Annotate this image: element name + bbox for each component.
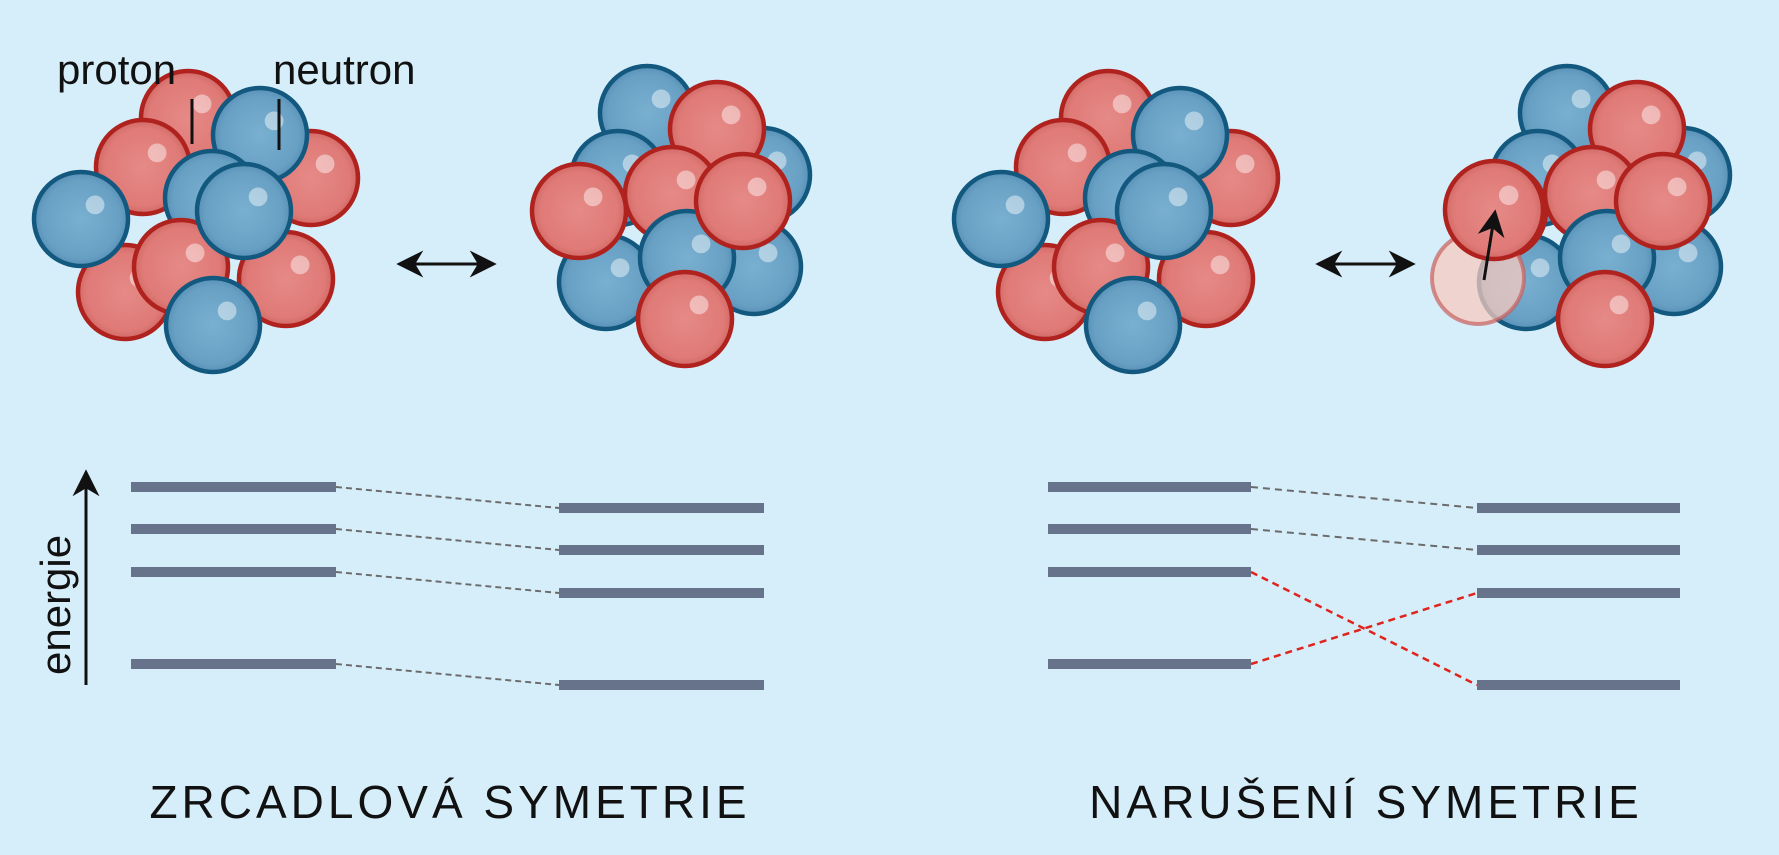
proton-label: proton [57, 46, 176, 93]
energy-level-bar [559, 588, 764, 598]
energy-level-bar [1477, 545, 1680, 555]
level-link-dashed [335, 571, 560, 594]
level-link-dashed [335, 528, 560, 551]
proton [1442, 158, 1546, 262]
neutron [194, 161, 294, 261]
level-link-dashed [1250, 528, 1478, 551]
arrow-icon [1477, 209, 1505, 281]
energy-level-bar [559, 680, 764, 690]
energy-levels [131, 482, 1680, 690]
level-link-dashed [1250, 486, 1478, 509]
symmetry-breaking-caption: NARUŠENÍ SYMETRIE [1089, 776, 1643, 828]
energy-level-bar [1477, 680, 1680, 690]
level-link-dashed [335, 663, 560, 686]
neutron [31, 169, 131, 269]
energy-level-bar [1048, 659, 1251, 669]
neutron [1083, 275, 1183, 375]
proton [529, 161, 629, 261]
proton [1613, 151, 1713, 251]
nucleus-original-left [31, 68, 361, 375]
neutron [1114, 161, 1214, 261]
displaced-proton-group [1430, 158, 1546, 326]
energy-level-bar [131, 659, 336, 669]
energy-axis-label: energie [32, 535, 79, 675]
mirror-symmetry-caption: ZRCADLOVÁ SYMETRIE [149, 776, 750, 828]
level-link-crossed [1250, 570, 1478, 687]
nucleus-original-right [951, 68, 1281, 375]
proton [1555, 269, 1655, 369]
energy-level-bar [1048, 524, 1251, 534]
energy-level-bar [559, 545, 764, 555]
neutron [163, 275, 263, 375]
neutron [951, 169, 1051, 269]
level-link-dashed [335, 486, 560, 509]
neutron-label: neutron [273, 46, 415, 93]
nucleus-mirror-left [529, 63, 813, 369]
proton [635, 269, 735, 369]
proton [693, 151, 793, 251]
level-link-crossed [1250, 591, 1478, 666]
energy-level-bar [131, 524, 336, 534]
energy-level-bar [1048, 567, 1251, 577]
level-links [335, 486, 1478, 687]
energy-level-bar [1477, 503, 1680, 513]
moved-proton [1442, 158, 1546, 262]
energy-level-bar [559, 503, 764, 513]
energy-level-bar [1477, 588, 1680, 598]
energy-level-bar [131, 567, 336, 577]
energy-level-bar [1048, 482, 1251, 492]
energy-level-bar [131, 482, 336, 492]
